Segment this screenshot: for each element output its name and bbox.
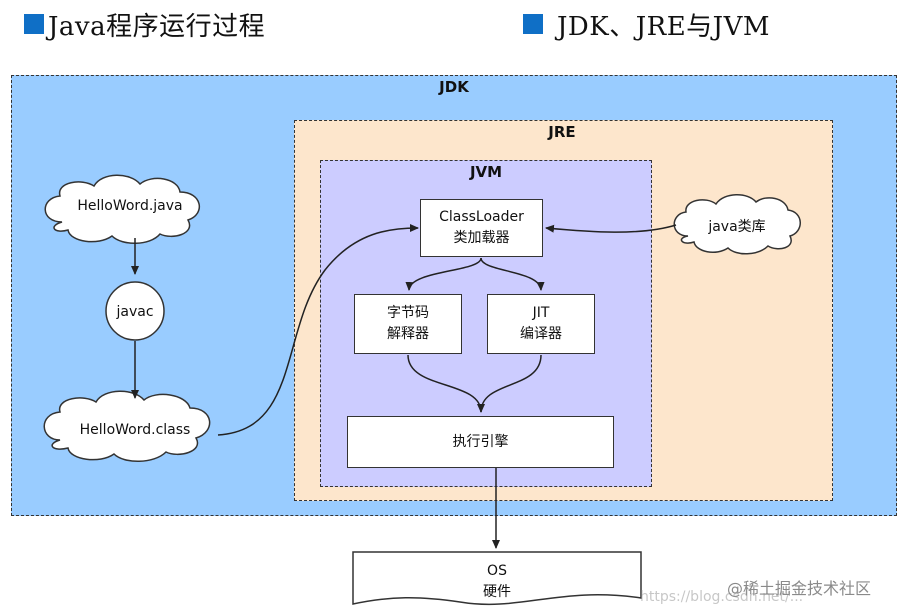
compiler-node: javac xyxy=(105,281,165,341)
title-right-text: JDK、JRE与JVM xyxy=(557,11,770,42)
title-left-text: Java程序运行过程 xyxy=(48,11,266,42)
title-left: Java程序运行过程 xyxy=(24,6,265,42)
jit-label-line2: 编译器 xyxy=(520,326,562,342)
arrow-classloader-to-interpreter xyxy=(405,257,482,291)
classloader-cn-label: 类加载器 xyxy=(453,230,510,246)
arrow-jit-to-engine xyxy=(480,354,542,413)
title-square-icon xyxy=(24,14,44,34)
watermark-url: https://blog.csdn.net/... xyxy=(640,589,804,605)
bytecode-interpreter-box: 字节码 解释器 xyxy=(354,294,462,354)
java-library-label: java类库 xyxy=(707,219,765,235)
arrow-interpreter-to-engine xyxy=(407,354,485,413)
execution-engine-box: 执行引擎 xyxy=(347,416,614,468)
arrow-classloader-to-jit xyxy=(480,257,545,291)
jdk-label: JDK xyxy=(439,78,469,96)
arrow-library-to-classloader xyxy=(545,224,677,233)
jre-label: JRE xyxy=(548,123,576,141)
class-file-cloud: HelloWord.class xyxy=(43,390,211,462)
jvm-label: JVM xyxy=(469,163,503,181)
os-hardware-node: OS 硬件 xyxy=(352,551,642,606)
class-file-label: HelloWord.class xyxy=(80,422,191,438)
title-right: JDK、JRE与JVM xyxy=(523,6,770,42)
classloader-box: ClassLoader 类加载器 xyxy=(420,199,543,257)
os-label: OS xyxy=(487,563,507,579)
interpreter-label-line1: 字节码 xyxy=(387,305,429,321)
hardware-label: 硬件 xyxy=(483,584,511,600)
source-file-label: HelloWord.java xyxy=(77,198,182,214)
connectors xyxy=(131,224,677,549)
java-library-cloud: java类库 xyxy=(673,194,801,255)
compiler-label: javac xyxy=(115,304,153,320)
watermark-text: @稀土掘金技术社区 xyxy=(727,579,872,598)
arrow-class-to-classloader xyxy=(217,224,419,436)
execution-engine-label: 执行引擎 xyxy=(452,433,509,450)
source-file-cloud: HelloWord.java xyxy=(44,174,200,244)
jit-label-line1: JIT xyxy=(532,305,550,321)
jit-compiler-box: JIT 编译器 xyxy=(487,294,595,354)
title-square-icon xyxy=(523,14,543,34)
interpreter-label-line2: 解释器 xyxy=(387,326,429,342)
classloader-en-label: ClassLoader xyxy=(439,209,524,225)
